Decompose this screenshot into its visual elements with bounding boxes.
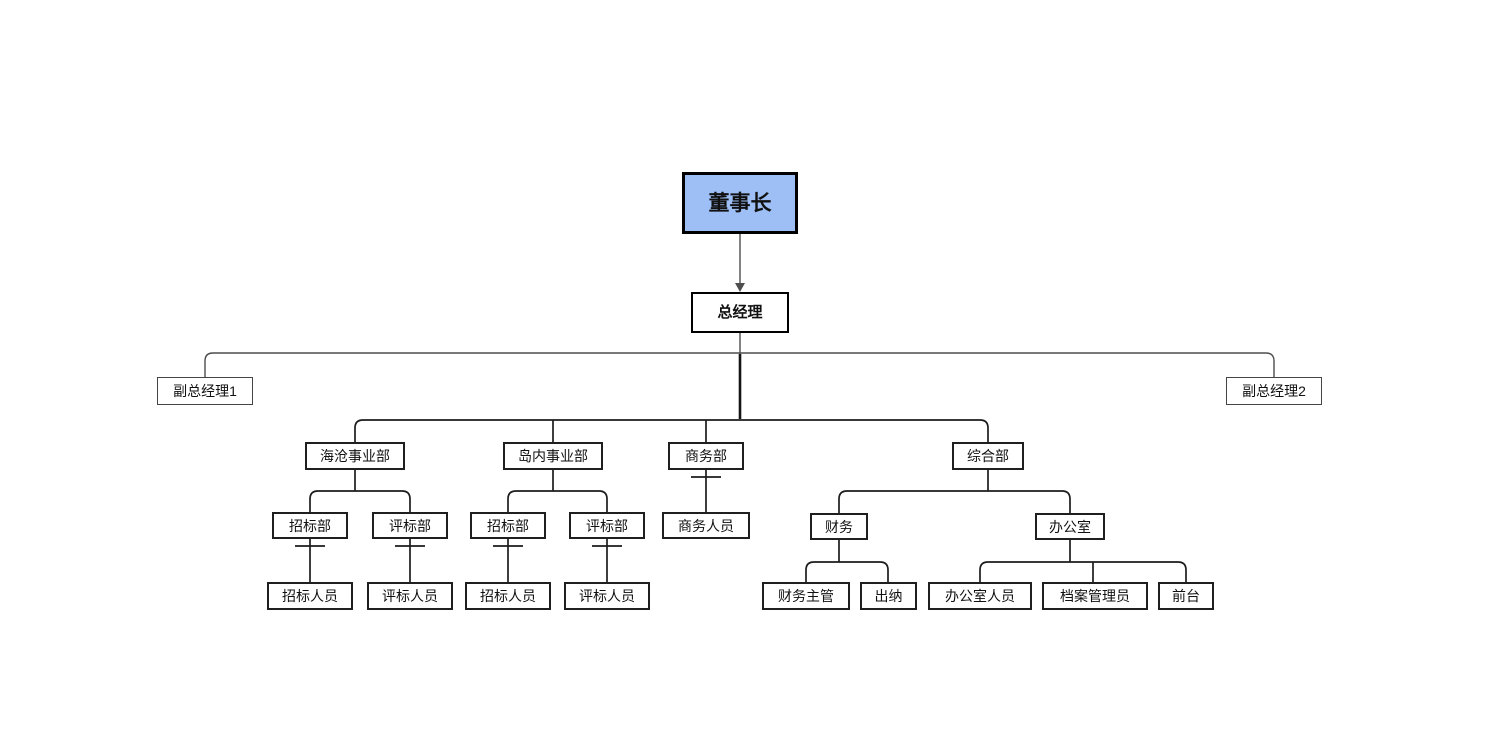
org-node-archives-manager[interactable]: 档案管理员 — [1042, 582, 1148, 610]
org-node-office-staff[interactable]: 办公室人员 — [928, 582, 1032, 610]
org-node-general-affairs-dept[interactable]: 综合部 — [952, 442, 1024, 470]
org-node-haicang-division[interactable]: 海沧事业部 — [305, 442, 405, 470]
org-node-general-manager[interactable]: 总经理 — [691, 292, 789, 333]
org-node-dn-evaluation-staff[interactable]: 评标人员 — [564, 582, 650, 610]
org-node-dn-evaluation-dept[interactable]: 评标部 — [569, 512, 645, 539]
top-level-connectors — [204, 234, 1275, 377]
org-node-finance-supervisor[interactable]: 财务主管 — [762, 582, 850, 610]
edge-shangwu-staff — [691, 470, 721, 512]
org-node-business-dept[interactable]: 商务部 — [668, 442, 744, 470]
edge-departments-bar — [354, 419, 989, 442]
org-node-business-staff[interactable]: 商务人员 — [662, 512, 750, 539]
edge-gm-deputies-bar — [204, 352, 1275, 377]
org-node-office[interactable]: 办公室 — [1035, 513, 1105, 540]
org-node-finance[interactable]: 财务 — [810, 513, 868, 540]
edge-hc-evaluation-staff — [395, 539, 425, 582]
org-node-hc-evaluation-staff[interactable]: 评标人员 — [367, 582, 453, 610]
arrowhead-down-icon — [735, 283, 745, 292]
edge-daonei-children — [507, 470, 608, 512]
org-node-deputy-gm-1[interactable]: 副总经理1 — [157, 377, 253, 405]
org-node-hc-evaluation-dept[interactable]: 评标部 — [372, 512, 448, 539]
edge-finance-children — [805, 540, 889, 582]
edge-zonghe-children — [838, 470, 1071, 513]
edge-dn-evaluation-staff — [592, 539, 622, 582]
edge-dn-bidding-staff — [493, 539, 523, 582]
org-node-hc-bidding-staff[interactable]: 招标人员 — [267, 582, 353, 610]
org-node-chairman[interactable]: 董事长 — [682, 172, 798, 234]
edge-hc-bidding-staff — [295, 539, 325, 582]
tree-connectors — [295, 419, 1187, 582]
edge-haicang-children — [309, 470, 411, 512]
edge-office-children — [979, 540, 1187, 582]
org-node-dn-bidding-staff[interactable]: 招标人员 — [465, 582, 551, 610]
org-node-front-desk[interactable]: 前台 — [1158, 582, 1214, 610]
org-node-deputy-gm-2[interactable]: 副总经理2 — [1226, 377, 1322, 405]
org-node-daonei-division[interactable]: 岛内事业部 — [503, 442, 603, 470]
org-node-cashier[interactable]: 出纳 — [860, 582, 917, 610]
org-node-hc-bidding-dept[interactable]: 招标部 — [272, 512, 348, 539]
org-node-dn-bidding-dept[interactable]: 招标部 — [470, 512, 546, 539]
